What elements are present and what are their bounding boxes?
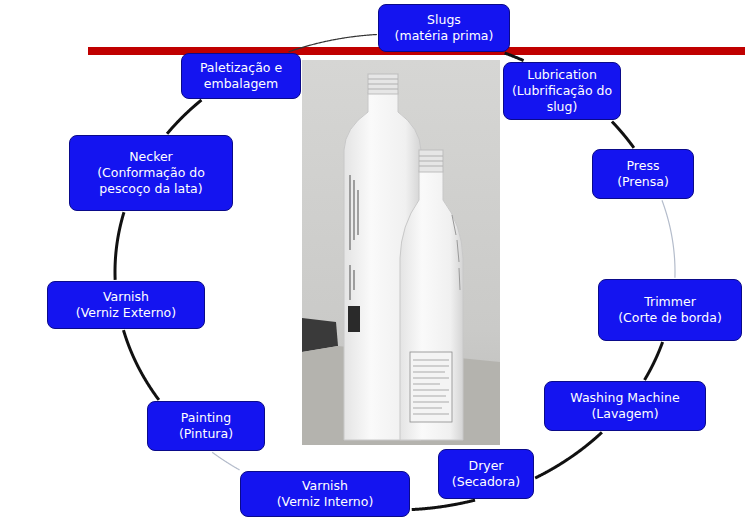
- flow-arc: [505, 53, 524, 61]
- process-box: Necker(Conformação do pescoço da lata): [69, 135, 233, 211]
- flow-arc: [167, 100, 201, 134]
- flow-arc: [645, 342, 663, 380]
- bottle-photo: [302, 60, 500, 445]
- step-name: Varnish: [247, 478, 403, 494]
- step-translation: (Corte de borda): [605, 310, 735, 326]
- process-box: Trimmer(Corte de borda): [598, 279, 742, 341]
- process-box: Varnish(Verniz Externo): [47, 281, 205, 329]
- step-translation: (Secadora): [445, 474, 527, 490]
- step-name: Lubrication: [510, 67, 614, 83]
- step-translation: (Pintura): [154, 426, 258, 442]
- step-translation: (matéria prima): [385, 28, 503, 44]
- process-box: Washing Machine(Lavagem): [544, 381, 706, 431]
- flow-arc: [412, 500, 475, 510]
- step-name: Necker: [76, 149, 226, 165]
- step-translation: (Lubrificação do slug): [510, 83, 614, 116]
- step-name: Varnish: [54, 289, 198, 305]
- process-box: Slugs(matéria prima): [378, 4, 510, 52]
- process-box: Press(Prensa): [592, 149, 694, 199]
- flow-arc: [212, 452, 239, 470]
- flow-arc: [535, 432, 602, 478]
- step-translation: (Prensa): [599, 174, 687, 190]
- process-box: Varnish(Verniz Interno): [240, 471, 410, 517]
- flow-arc: [115, 212, 124, 280]
- step-name: Press: [599, 158, 687, 174]
- step-name: Painting: [154, 410, 258, 426]
- flow-arc: [612, 122, 634, 148]
- step-translation: (Lavagem): [551, 406, 699, 422]
- step-name: Trimmer: [605, 294, 735, 310]
- flow-arc: [123, 330, 158, 400]
- process-box: Lubrication(Lubrificação do slug): [503, 62, 621, 121]
- step-translation: (Verniz Interno): [247, 494, 403, 510]
- process-box: Dryer(Secadora): [438, 449, 534, 499]
- process-box: Paletização e embalagem: [181, 53, 301, 99]
- step-name: Washing Machine: [551, 390, 699, 406]
- step-translation: (Verniz Externo): [54, 305, 198, 321]
- step-name: Dryer: [445, 458, 527, 474]
- flow-arc: [289, 34, 377, 51]
- flow-arc: [662, 200, 675, 278]
- step-translation: (Conformação do pescoço da lata): [76, 165, 226, 198]
- step-name: Paletização e embalagem: [188, 60, 294, 93]
- process-box: Painting(Pintura): [147, 401, 265, 451]
- step-name: Slugs: [385, 12, 503, 28]
